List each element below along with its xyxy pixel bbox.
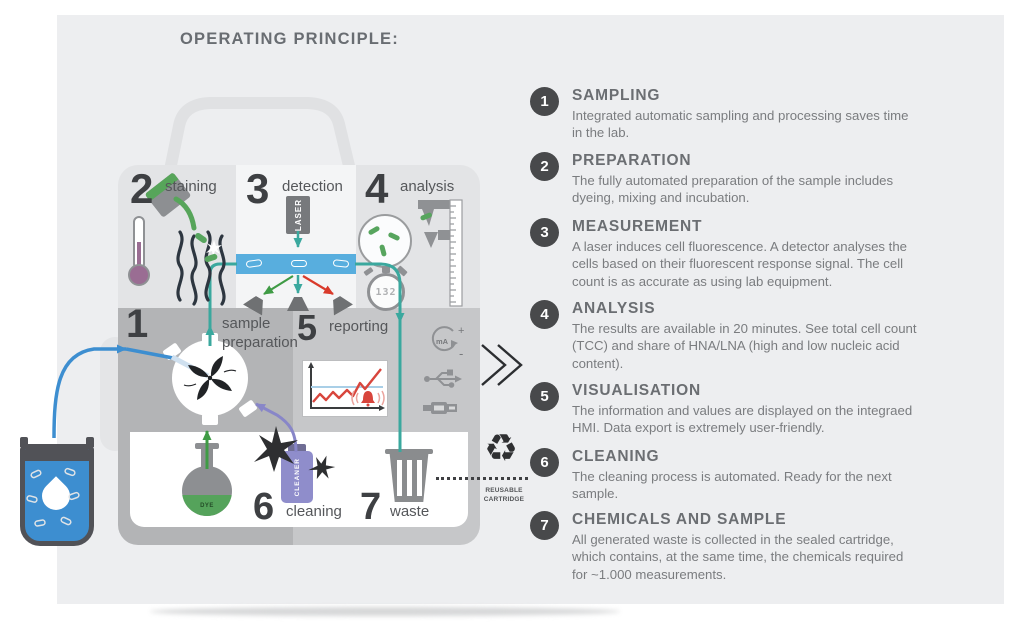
step-title: PREPARATION bbox=[572, 152, 692, 169]
step-number-badge: 2 bbox=[530, 152, 559, 181]
station-7-label: waste bbox=[390, 503, 430, 520]
valve-port bbox=[202, 414, 218, 425]
connector-icon bbox=[423, 402, 457, 414]
step-number-badge: 5 bbox=[530, 382, 559, 411]
step-item: 7 CHEMICALS AND SAMPLE All generated was… bbox=[530, 511, 1000, 583]
cleaner-bottle-icon: CLEANER bbox=[281, 451, 313, 503]
trend-chart-plot bbox=[308, 362, 385, 411]
beaker-handle-tab bbox=[86, 437, 94, 447]
cell-view-circle bbox=[358, 214, 412, 268]
flow-cell-channel bbox=[236, 254, 356, 274]
step-number-badge: 4 bbox=[530, 300, 559, 329]
step-body: A laser induces cell fluorescence. A det… bbox=[572, 239, 908, 289]
step-title: ANALYSIS bbox=[572, 300, 656, 317]
stopwatch-icon: 132 bbox=[367, 273, 405, 311]
alarm-bell-icon bbox=[351, 390, 385, 407]
step-body: The information and values are displayed… bbox=[572, 403, 913, 436]
station-5-label: reporting bbox=[329, 318, 389, 335]
station-5-number: 5 bbox=[297, 307, 318, 348]
step-body: The fully automated preparation of the s… bbox=[572, 173, 894, 206]
step-number-badge: 6 bbox=[530, 448, 559, 477]
step-item: 6 CLEANING The cleaning process is autom… bbox=[530, 448, 1000, 503]
detector-icon bbox=[287, 297, 309, 311]
step-item: 1 SAMPLING Integrated automatic sampling… bbox=[530, 87, 1000, 142]
station-1-number: 1 bbox=[126, 302, 149, 346]
trend-chart bbox=[302, 360, 388, 417]
stopwatch-button bbox=[382, 266, 390, 273]
station-3-label: detection bbox=[282, 178, 343, 195]
device-handle bbox=[164, 97, 356, 176]
dye-label: DYE bbox=[200, 503, 214, 509]
station-6-label: cleaning bbox=[286, 503, 342, 520]
beaker-rim bbox=[25, 449, 89, 461]
double-chevron-icon bbox=[481, 344, 523, 386]
station-4-number: 4 bbox=[365, 165, 389, 212]
step-item: 5 VISUALISATION The information and valu… bbox=[530, 382, 1000, 437]
step-body: The cleaning process is automated. Ready… bbox=[572, 469, 892, 502]
cell-icon bbox=[291, 260, 307, 267]
svg-text:mA: mA bbox=[436, 337, 449, 346]
cartridge-dotted-line bbox=[436, 477, 528, 480]
usb-icon bbox=[424, 369, 462, 388]
caliper-icon bbox=[418, 199, 463, 307]
step-title: MEASUREMENT bbox=[572, 218, 703, 235]
step-body: The results are available in 20 minutes.… bbox=[572, 321, 917, 371]
sample-beaker-icon bbox=[20, 444, 94, 546]
step-body: All generated waste is collected in the … bbox=[572, 532, 904, 582]
reusable-cartridge-label: REUSABLE CARTRIDGE bbox=[483, 487, 525, 503]
step-title: VISUALISATION bbox=[572, 382, 701, 399]
step-item: 3 MEASUREMENT A laser induces cell fluor… bbox=[530, 218, 1000, 290]
laser-box: LASER bbox=[286, 196, 310, 234]
step-title: SAMPLING bbox=[572, 87, 661, 104]
dye-flask-icon: DYE bbox=[182, 466, 232, 516]
step-number-badge: 1 bbox=[530, 87, 559, 116]
cleaner-label: CLEANER bbox=[293, 457, 301, 497]
step-title: CHEMICALS AND SAMPLE bbox=[572, 511, 787, 528]
station-7-number: 7 bbox=[360, 486, 382, 528]
waste-bin-rim bbox=[385, 449, 433, 454]
step-body: Integrated automatic sampling and proces… bbox=[572, 108, 909, 141]
page-title: OPERATING PRINCIPLE: bbox=[180, 30, 399, 48]
step-number-badge: 3 bbox=[530, 218, 559, 247]
beaker-handle-tab bbox=[20, 437, 28, 447]
step-item: 2 PREPARATION The fully automated prepar… bbox=[530, 152, 1000, 207]
svg-text:+: + bbox=[458, 325, 464, 337]
recycle-icon: ♻ bbox=[484, 428, 519, 470]
dye-liquid: DYE bbox=[182, 495, 232, 516]
laser-label: LASER bbox=[293, 198, 303, 232]
station-1-label: sample preparation bbox=[222, 315, 298, 351]
svg-text:-: - bbox=[459, 346, 463, 361]
station-6-number: 6 bbox=[253, 486, 275, 528]
station-2-label: staining bbox=[165, 178, 217, 195]
thermometer-bulb bbox=[128, 264, 150, 286]
panel-shadow bbox=[150, 607, 620, 616]
stopwatch-value: 132 bbox=[375, 286, 397, 298]
station-4-label: analysis bbox=[400, 178, 455, 195]
step-title: CLEANING bbox=[572, 448, 660, 465]
current-loop-icon: mA + - bbox=[431, 325, 464, 361]
station-3-number: 3 bbox=[246, 165, 270, 212]
thermometer-fill bbox=[137, 242, 141, 268]
waste-bin-icon bbox=[389, 454, 429, 502]
step-number-badge: 7 bbox=[530, 511, 559, 540]
step-item: 4 ANALYSIS The results are available in … bbox=[530, 300, 1000, 372]
station-2-number: 2 bbox=[130, 165, 154, 212]
